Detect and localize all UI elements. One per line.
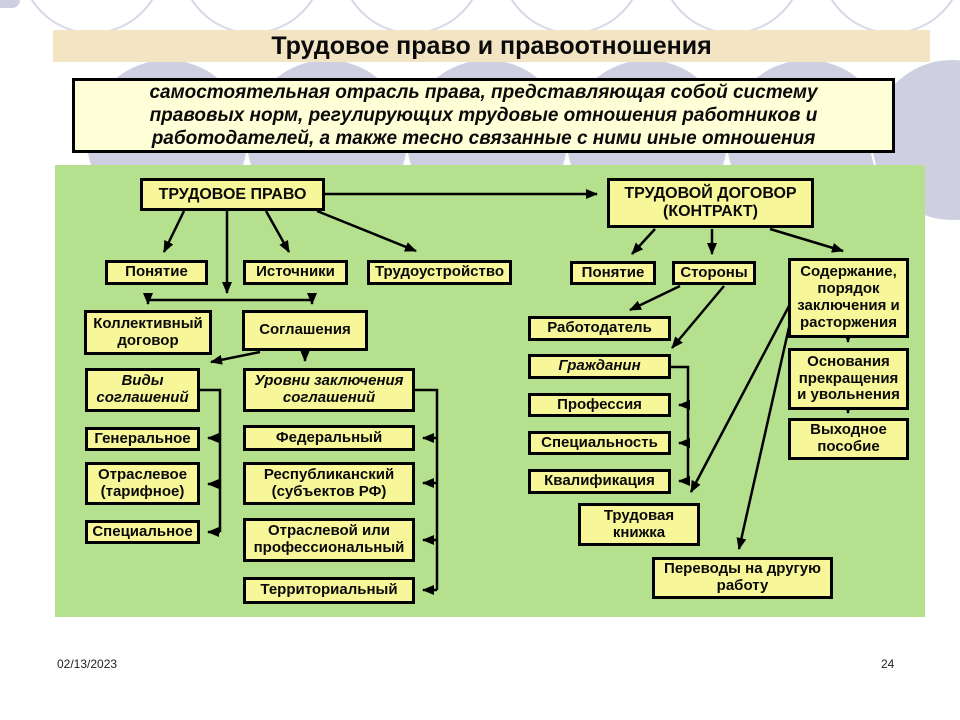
decor-circle [660, 0, 804, 34]
footer-date: 02/13/2023 [57, 657, 118, 671]
node-severance-pay: Выходное пособие [788, 418, 909, 460]
node-termination-grounds: Основания прекращения и увольнения [788, 348, 909, 410]
node-labor-law: ТРУДОВОЕ ПРАВО [140, 178, 325, 211]
node-labor-contract: ТРУДОВОЙ ДОГОВОР (КОНТРАКТ) [607, 178, 814, 228]
slide-title-bar: Трудовое право и правоотношения [53, 30, 930, 62]
node-agreement-types: Виды соглашений [85, 368, 200, 412]
node-territorial: Территориальный [243, 577, 415, 604]
decor-circle [20, 0, 164, 34]
node-sectoral-professional: Отраслевой или профессиональный [243, 518, 415, 562]
node-collective-agreement: Коллективный договор [84, 310, 212, 355]
node-sources: Источники [243, 260, 348, 285]
node-transfers: Переводы на другую работу [652, 557, 833, 599]
decor-circle [820, 0, 960, 34]
slide-number: 24 [881, 657, 895, 671]
decor-circle [340, 0, 484, 34]
decor-circle [180, 0, 324, 34]
node-profession: Профессия [528, 393, 671, 417]
corner-decoration [0, 0, 20, 8]
node-employer: Работодатель [528, 316, 671, 341]
node-agreement-levels: Уровни заключения соглашений [243, 368, 415, 412]
slide-title: Трудовое право и правоотношения [271, 31, 712, 60]
node-parties: Стороны [672, 261, 756, 285]
node-concept-left: Понятие [105, 260, 208, 285]
definition-box: самостоятельная отрасль права, представл… [72, 78, 895, 153]
node-federal: Федеральный [243, 425, 415, 451]
node-republican: Республиканский (субъектов РФ) [243, 462, 415, 505]
definition-text: самостоятельная отрасль права, представл… [149, 81, 818, 150]
node-special: Специальное [85, 520, 200, 544]
node-citizen: Гражданин [528, 354, 671, 379]
node-speciality: Специальность [528, 431, 671, 455]
node-content-procedure: Содержание, порядок заключения и расторж… [788, 258, 909, 338]
node-sectoral-tariff: Отраслевое (тарифное) [85, 462, 200, 505]
node-work-record-book: Трудовая книжка [578, 503, 700, 546]
node-general: Генеральное [85, 427, 200, 451]
node-agreements: Соглашения [242, 310, 368, 351]
node-employment: Трудоустройство [367, 260, 512, 285]
node-qualification: Квалификация [528, 469, 671, 494]
node-concept-right: Понятие [570, 261, 656, 285]
decor-circle [500, 0, 644, 34]
